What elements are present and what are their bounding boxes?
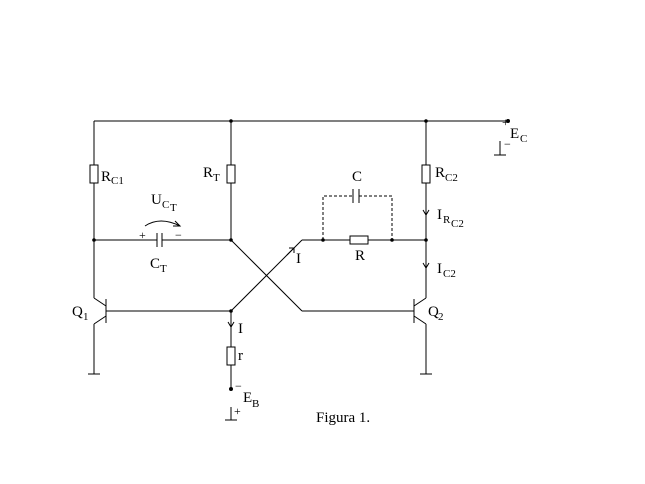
- q1-label-sub: 1: [83, 311, 89, 323]
- r-small-label: r: [238, 348, 243, 364]
- ec-label-sub: C: [520, 133, 527, 145]
- i-bottom-arrow: [227, 321, 235, 328]
- i-bottom-label: I: [238, 321, 243, 337]
- irc2-label: I: [437, 207, 442, 223]
- rc1-label-sub: C1: [111, 175, 124, 187]
- transistor-q2: [302, 297, 432, 375]
- uct-arrow-head: [173, 220, 182, 227]
- ic2-arrow: [422, 262, 430, 269]
- ct-label-sub: T: [160, 263, 167, 275]
- irc2-arrow: [422, 209, 430, 216]
- ct-minus: −: [175, 228, 182, 242]
- figure-caption: Figura 1.: [316, 410, 370, 426]
- irc2-label-sub: R: [443, 214, 451, 226]
- c-dashed-right: [359, 195, 393, 240]
- q2-label: Q: [428, 304, 439, 320]
- rc2-label-sub: C2: [445, 172, 458, 184]
- ct-label: C: [150, 256, 160, 272]
- uct-label-subsub: T: [170, 202, 177, 214]
- eb-label: E: [243, 390, 252, 406]
- irc2-label-subsub: C2: [451, 218, 464, 230]
- resistor-r-small: [226, 346, 236, 366]
- current-i-label: I: [296, 251, 301, 267]
- uct-label-sub: C: [162, 199, 169, 211]
- eb-minus: −: [235, 379, 242, 393]
- c-label: C: [352, 169, 362, 185]
- rc1-label: R: [101, 169, 111, 185]
- current-i-arrow: [286, 247, 295, 256]
- eb-label-sub: B: [252, 398, 259, 410]
- resistor-r: [349, 235, 369, 245]
- ec-plus: +: [502, 115, 509, 129]
- c-dashed-left: [322, 195, 353, 240]
- q2-label-sub: 2: [438, 311, 444, 323]
- ec-terminal: [506, 119, 510, 123]
- rc2-label: R: [435, 165, 445, 181]
- resistor-rc1: [89, 164, 99, 184]
- rt-label-sub: T: [213, 172, 220, 184]
- rt-label: R: [203, 165, 213, 181]
- ct-plus: +: [139, 228, 146, 242]
- ic2-label: I: [437, 261, 442, 277]
- ec-label: E: [510, 126, 519, 142]
- ec-minus: −: [504, 137, 511, 151]
- eb-ground-symbol: [225, 407, 237, 421]
- resistor-rc2: [421, 164, 431, 184]
- ec-ground-symbol: [494, 141, 506, 156]
- uct-label: U: [151, 192, 162, 208]
- eb-plus: +: [234, 404, 241, 418]
- resistor-rt: [226, 164, 236, 184]
- uct-arrow-arc: [144, 220, 181, 227]
- r-label: R: [355, 248, 365, 264]
- eb-terminal: [229, 387, 233, 391]
- transistor-q1: [88, 297, 231, 375]
- node-ct-left: [92, 238, 96, 242]
- ic2-label-sub: C2: [443, 268, 456, 280]
- q1-label: Q: [72, 304, 83, 320]
